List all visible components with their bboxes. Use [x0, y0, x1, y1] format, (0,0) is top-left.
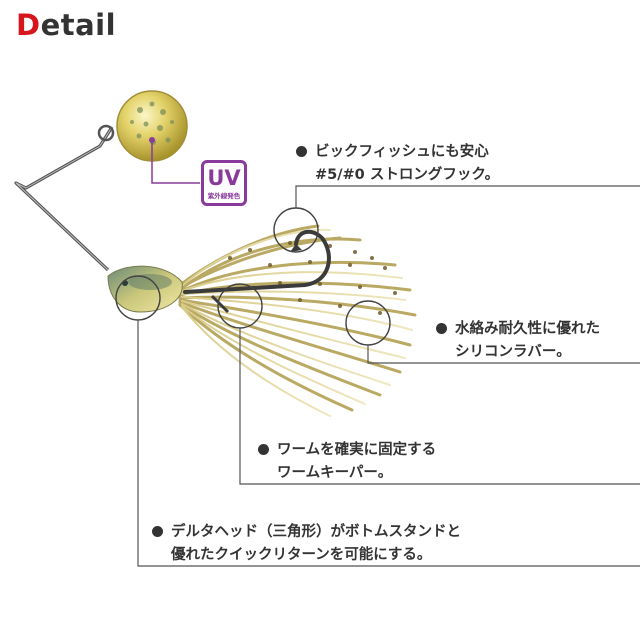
- callout-hook-line2: #5/#0 ストロングフック。: [315, 167, 500, 183]
- bullet-icon: [152, 526, 163, 537]
- blade: [116, 90, 188, 162]
- worm-keeper: [210, 294, 230, 314]
- uv-point: [149, 137, 155, 143]
- callout-rubber: 水絡み耐久性に優れた シリコンラバー。: [436, 318, 600, 364]
- uv-leader-line: [151, 143, 200, 184]
- title-rest: etail: [40, 8, 117, 42]
- callout-hook: ビックフィッシュにも安心 #5/#0 ストロングフック。: [296, 141, 499, 187]
- callout-keeper: ワームを確実に固定する ワームキーパー。: [258, 439, 436, 485]
- bullet-icon: [258, 444, 269, 455]
- silicone-skirt: [178, 224, 417, 417]
- title-first-letter: D: [16, 8, 41, 42]
- callout-keeper-line1: ワームを確実に固定する: [258, 439, 436, 462]
- callout-keeper-line2: ワームキーパー。: [277, 465, 393, 481]
- callout-rubber-line1: 水絡み耐久性に優れた: [436, 318, 600, 341]
- uv-badge: UV 紫外線発色: [201, 160, 247, 206]
- bullet-icon: [436, 323, 447, 334]
- uv-badge-sublabel: 紫外線発色: [207, 192, 241, 200]
- hook: [183, 229, 331, 294]
- swivel-ring: [97, 124, 115, 142]
- callout-head: デルタヘッド（三角形）がボトムスタンドと 優れたクイックリターンを可能にする。: [152, 521, 461, 567]
- callout-head-line1: デルタヘッド（三角形）がボトムスタンドと: [152, 521, 461, 544]
- page-title: Detail: [16, 8, 116, 42]
- rubber-leader-line: [367, 345, 640, 364]
- wire-arm: [14, 124, 115, 272]
- head-leader-line: [137, 320, 640, 567]
- callout-head-line2: 優れたクイックリターンを可能にする。: [171, 547, 432, 563]
- delta-head: [107, 265, 183, 313]
- bullet-icon: [296, 146, 307, 157]
- hook-leader-line: [295, 185, 640, 208]
- callout-hook-line1: ビックフィッシュにも安心: [296, 141, 499, 164]
- callout-rubber-line2: シリコンラバー。: [455, 344, 571, 360]
- uv-badge-label: UV: [207, 166, 241, 190]
- keeper-leader-line: [239, 328, 640, 485]
